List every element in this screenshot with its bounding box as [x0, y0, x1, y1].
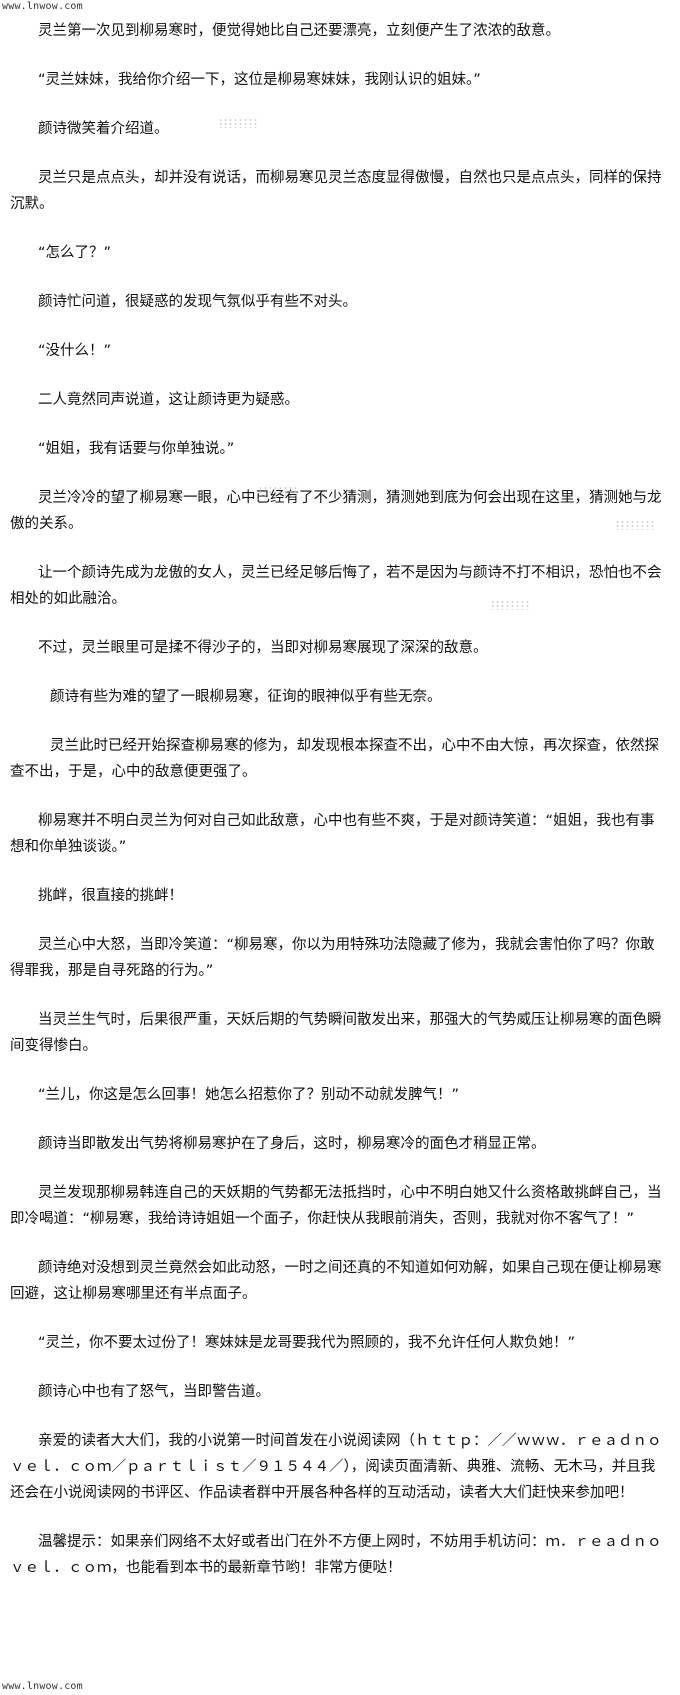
paragraph-17: 灵兰心中大怒，当即冷笑道：“柳易寒，你以为用特殊功法隐藏了修为，我就会害怕你了吗… [10, 937, 655, 979]
paragraph-5: “怎么了？” [38, 245, 112, 261]
site-watermark-bottom: www.lnwow.com [2, 1681, 83, 1692]
paragraph-12: 不过，灵兰眼里可是揉不得沙子的，当即对柳易寒展现了深深的敌意。 [38, 640, 488, 656]
paragraph-23: “灵兰，你不要太过份了！寒妹妹是龙哥要我代为照顾的，我不允许任何人欺负她！” [38, 1335, 576, 1351]
paragraph-9: “姐姐，我有话要与你单独说。” [38, 441, 235, 457]
paragraph-11: 让一个颜诗先成为龙傲的女人，灵兰已经足够后悔了，若不是因为与颜诗不打不相识，恐怕… [10, 565, 662, 607]
scan-noise [218, 118, 258, 128]
paragraph-8: 二人竟然同声说道，这让颜诗更为疑惑。 [38, 392, 299, 408]
paragraph-1: 灵兰第一次见到柳易寒时，便觉得她比自己还要漂亮，立刻便产生了浓浓的敌意。 [38, 23, 560, 39]
paragraph-25: 亲爱的读者大大们，我的小说第一时间首发在小说阅读网（ｈｔｔｐ：／／ｗｗｗ．ｒｅａ… [10, 1433, 662, 1501]
paragraph-21: 灵兰发现那柳易韩连自己的天妖期的气势都无法抵挡时，心中不明白她又什么资格敢挑衅自… [10, 1185, 662, 1227]
site-watermark-top: www.lnwow.com [2, 1, 83, 12]
paragraph-13: 颜诗有些为难的望了一眼柳易寒，征询的眼神似乎有些无奈。 [50, 689, 442, 705]
article-body: 灵兰第一次见到柳易寒时，便觉得她比自己还要漂亮，立刻便产生了浓浓的敌意。 “灵兰… [0, 18, 670, 1603]
paragraph-26: 温馨提示：如果亲们网络不太好或者出门在外不方便上网时，不妨用手机访问：ｍ．ｒｅａ… [10, 1534, 662, 1576]
paragraph-14: 灵兰此时已经开始探查柳易寒的修为，却发现根本探查不出，心中不由大惊，再次探查，依… [10, 738, 659, 780]
scan-noise [615, 520, 655, 530]
paragraph-15: 柳易寒并不明白灵兰为何对自己如此敌意，心中也有些不爽，于是对颜诗笑道：“姐姐，我… [10, 813, 655, 855]
paragraph-16: 挑衅，很直接的挑衅！ [38, 888, 183, 904]
paragraph-19: “兰儿，你这是怎么回事！她怎么招惹你了？别动不动就发脾气！” [38, 1087, 460, 1103]
paragraph-22: 颜诗绝对没想到灵兰竟然会如此动怒，一时之间还真的不知道如何劝解，如果自己现在便让… [10, 1260, 662, 1302]
scan-noise [258, 486, 298, 496]
paragraph-7: “没什么！” [38, 343, 112, 359]
paragraph-20: 颜诗当即散发出气势将柳易寒护在了身后，这时，柳易寒冷的面色才稍显正常。 [38, 1136, 546, 1152]
paragraph-6: 颜诗忙问道，很疑惑的发现气氛似乎有些不对头。 [38, 294, 357, 310]
paragraph-4: 灵兰只是点点头，却并没有说话，而柳易寒见灵兰态度显得傲慢，自然也只是点点头，同样… [10, 170, 662, 212]
paragraph-10: 灵兰冷冷的望了柳易寒一眼，心中已经有了不少猜测，猜测她到底为何会出现在这里，猜测… [10, 490, 662, 532]
paragraph-18: 当灵兰生气时，后果很严重，天妖后期的气势瞬间散发出来，那强大的气势威压让柳易寒的… [10, 1012, 662, 1054]
scan-noise [490, 600, 530, 610]
paragraph-2: “灵兰妹妹，我给你介绍一下，这位是柳易寒妹妹，我刚认识的姐妹。” [38, 72, 481, 88]
paragraph-3: 颜诗微笑着介绍道。 [38, 121, 169, 137]
paragraph-24: 颜诗心中也有了怒气，当即警告道。 [38, 1384, 270, 1400]
